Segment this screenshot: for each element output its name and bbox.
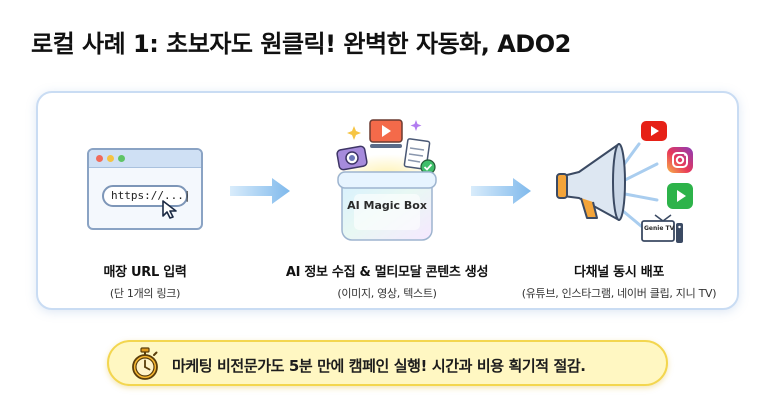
summary-banner: 마케팅 비전문가도 5분 만에 캠페인 실행! 시간과 비용 획기적 절감. — [107, 340, 668, 386]
close-dot-icon — [96, 155, 103, 162]
browser-window-illustration: https://...| — [87, 148, 203, 230]
minimize-dot-icon — [107, 155, 114, 162]
step-sub: (단 1개의 링크) — [109, 287, 181, 300]
browser-title-bar — [89, 150, 201, 168]
step-ai-generation: AI 정보 수집 & 멀티모달 콘텐츠 생성 (이미지, 영상, 텍스트) — [268, 261, 506, 301]
magic-box-illustration — [335, 119, 439, 241]
youtube-icon — [641, 121, 667, 141]
stopwatch-icon — [132, 347, 158, 380]
page-title: 로컬 사례 1: 초보자도 원클릭! 완벽한 자동화, ADO2 — [31, 30, 571, 58]
arrow-right-icon — [471, 178, 531, 204]
step-distribution: 다채널 동시 배포 (유튜브, 인스타그램, 네이버 클립, 지니 TV) — [508, 261, 730, 301]
step-sub: (이미지, 영상, 텍스트) — [337, 287, 437, 300]
step-label: 매장 URL 입력 — [103, 265, 187, 280]
genie-tv-label: Genie TV — [644, 225, 675, 232]
step-label: AI 정보 수집 & 멀티모달 콘텐츠 생성 — [285, 265, 489, 280]
naver-clip-icon — [667, 183, 693, 209]
maximize-dot-icon — [118, 155, 125, 162]
distribution-illustration — [556, 142, 659, 228]
instagram-icon — [667, 147, 693, 173]
arrow-right-icon — [230, 178, 290, 204]
banner-text: 마케팅 비전문가도 5분 만에 캠페인 실행! 시간과 비용 획기적 절감. — [172, 357, 586, 375]
url-input-illustration: https://...| — [102, 185, 190, 207]
step-label: 다채널 동시 배포 — [573, 265, 665, 280]
step-sub: (유튜브, 인스타그램, 네이버 클립, 지니 TV) — [521, 287, 717, 300]
step-url-input: 매장 URL 입력 (단 1개의 링크) — [60, 261, 230, 301]
genie-tv-icon: Genie TV — [641, 214, 685, 244]
tv-icon — [641, 214, 683, 243]
magic-box-label: AI Magic Box — [347, 199, 427, 212]
cursor-icon — [162, 200, 177, 219]
